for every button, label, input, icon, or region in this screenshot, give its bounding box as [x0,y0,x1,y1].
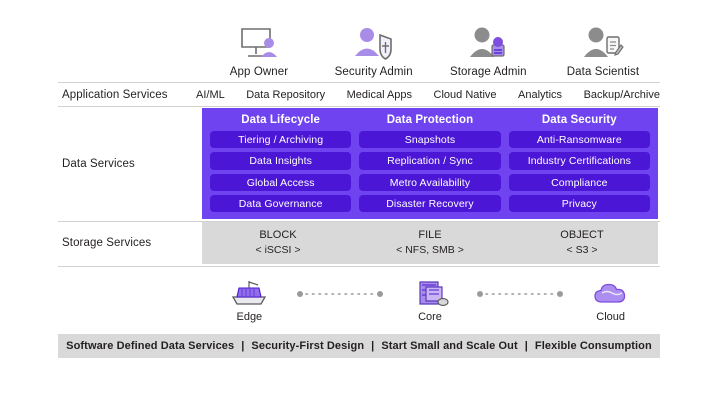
shipping-container-icon [202,277,297,309]
persona-app-owner: App Owner [202,21,316,78]
app-service-item[interactable]: Cloud Native [433,89,497,101]
storage-services-band: BLOCK < iSCSI > FILE < NFS, SMB > OBJECT… [202,222,658,264]
connector-core-cloud [477,290,564,298]
persona-data-scientist: Data Scientist [546,21,660,78]
tagline-segment: Flexible Consumption [534,340,652,352]
divider-below-storage-services [58,266,660,267]
data-services-column-lifecycle: Data Lifecycle Tiering / Archiving Data … [210,114,352,212]
storage-cell-protocols: < S3 > [566,244,598,257]
deployment-node-label: Edge [236,311,263,323]
monitor-user-icon [202,21,316,63]
storage-cell-protocols: < iSCSI > [255,244,301,257]
persona-security-admin: Security Admin [317,21,431,78]
row-label-storage-services: Storage Services [62,237,152,249]
deployment-node-edge: Edge [202,277,297,323]
app-service-item[interactable]: Analytics [518,89,563,101]
tagline-separator: | [371,340,375,352]
data-service-pill[interactable]: Compliance [508,173,650,191]
deployment-node-label: Core [418,311,442,323]
storage-cell-file[interactable]: FILE < NFS, SMB > [354,222,506,264]
data-services-column-protection: Data Protection Snapshots Replication / … [359,114,501,212]
tagline-separator: | [241,340,245,352]
deployment-node-core: Core [383,277,478,323]
persona-row: App Owner Security Admin [202,14,660,78]
data-services-column-security: Data Security Anti-Ransomware Industry C… [508,114,650,212]
data-service-pill[interactable]: Data Governance [210,194,352,212]
app-service-item[interactable]: Data Repository [246,89,326,101]
data-service-pill[interactable]: Metro Availability [359,173,501,191]
divider-above-application-services [58,82,660,83]
deployment-row: Edge Core [202,276,658,324]
data-services-panel: Data Lifecycle Tiering / Archiving Data … [202,108,658,219]
tagline-segment: Software Defined Data Services [66,340,235,352]
tagline-separator: | [524,340,528,352]
user-storage-icon [431,21,545,63]
persona-storage-admin: Storage Admin [431,21,545,78]
deployment-node-cloud: Cloud [563,277,658,323]
connector-edge-core [296,290,383,298]
storage-cell-title: BLOCK [259,229,297,242]
data-service-pill[interactable]: Global Access [210,173,352,191]
data-service-pill[interactable]: Data Insights [210,152,352,170]
server-stack-icon [383,277,478,309]
persona-label: Security Admin [334,66,413,78]
column-title: Data Lifecycle [241,114,321,126]
data-service-pill[interactable]: Snapshots [359,131,501,149]
storage-cell-protocols: < NFS, SMB > [396,244,464,257]
data-service-pill[interactable]: Disaster Recovery [359,194,501,212]
tagline-bar: Software Defined Data Services | Securit… [58,334,660,358]
persona-label: Storage Admin [449,66,527,78]
storage-cell-title: FILE [418,229,442,242]
persona-label: Data Scientist [566,66,640,78]
data-service-pill[interactable]: Tiering / Archiving [210,131,352,149]
user-shield-icon [317,21,431,63]
storage-cell-title: OBJECT [560,229,604,242]
deployment-node-label: Cloud [596,311,626,323]
storage-cell-block[interactable]: BLOCK < iSCSI > [202,222,354,264]
data-service-pill[interactable]: Privacy [508,194,650,212]
row-label-application-services: Application Services [62,89,168,101]
row-label-data-services: Data Services [62,157,135,170]
storage-cell-object[interactable]: OBJECT < S3 > [506,222,658,264]
divider-above-storage-services [58,221,660,222]
cloud-icon [563,277,658,309]
persona-label: App Owner [229,66,289,78]
user-clipboard-icon [546,21,660,63]
data-service-pill[interactable]: Anti-Ransomware [508,131,650,149]
data-service-pill[interactable]: Replication / Sync [359,152,501,170]
application-services-items: AI/ML Data Repository Medical Apps Cloud… [196,84,660,106]
data-service-pill[interactable]: Industry Certifications [508,152,650,170]
divider-below-application-services [58,106,660,107]
column-title: Data Security [541,114,617,126]
tagline-segment: Security-First Design [251,340,365,352]
tagline-segment: Start Small and Scale Out [381,340,518,352]
app-service-item[interactable]: Medical Apps [346,89,413,101]
app-service-item[interactable]: Backup/Archive [583,89,660,101]
app-service-item[interactable]: AI/ML [196,89,225,101]
column-title: Data Protection [386,114,474,126]
